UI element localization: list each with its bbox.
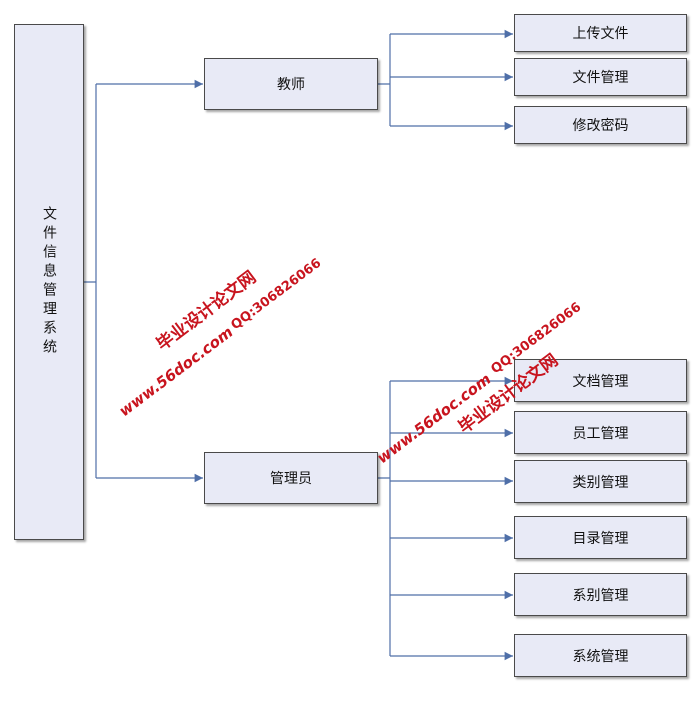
- connector-admin-trunk: [378, 381, 391, 656]
- function-node: 文档管理: [514, 359, 687, 402]
- function-label: 文档管理: [572, 373, 629, 390]
- function-node: 系别管理: [514, 573, 687, 616]
- function-node: 上传文件: [514, 14, 687, 52]
- role-node-admin: 管理员: [204, 452, 378, 504]
- function-label: 目录管理: [572, 530, 629, 547]
- root-node: 文件信息管理系统: [14, 24, 84, 540]
- connector-teacher-trunk: [378, 34, 391, 126]
- function-label: 类别管理: [572, 474, 629, 491]
- function-node: 类别管理: [514, 460, 687, 503]
- function-node: 文件管理: [514, 58, 687, 96]
- function-node: 系统管理: [514, 634, 687, 677]
- role-label-admin: 管理员: [270, 471, 312, 487]
- function-node: 修改密码: [514, 106, 687, 144]
- function-label: 文件管理: [572, 70, 629, 86]
- role-node-teacher: 教师: [204, 58, 378, 110]
- function-node: 目录管理: [514, 516, 687, 559]
- root-label: 文件信息管理系统: [41, 206, 57, 358]
- role-label-teacher: 教师: [277, 77, 305, 93]
- function-label: 上传文件: [572, 26, 629, 42]
- connector-root-trunk: [84, 84, 97, 478]
- function-label: 修改密码: [572, 118, 629, 134]
- function-label: 系统管理: [572, 648, 629, 665]
- function-label: 系别管理: [572, 587, 629, 604]
- function-label: 员工管理: [572, 425, 629, 442]
- function-node: 员工管理: [514, 411, 687, 454]
